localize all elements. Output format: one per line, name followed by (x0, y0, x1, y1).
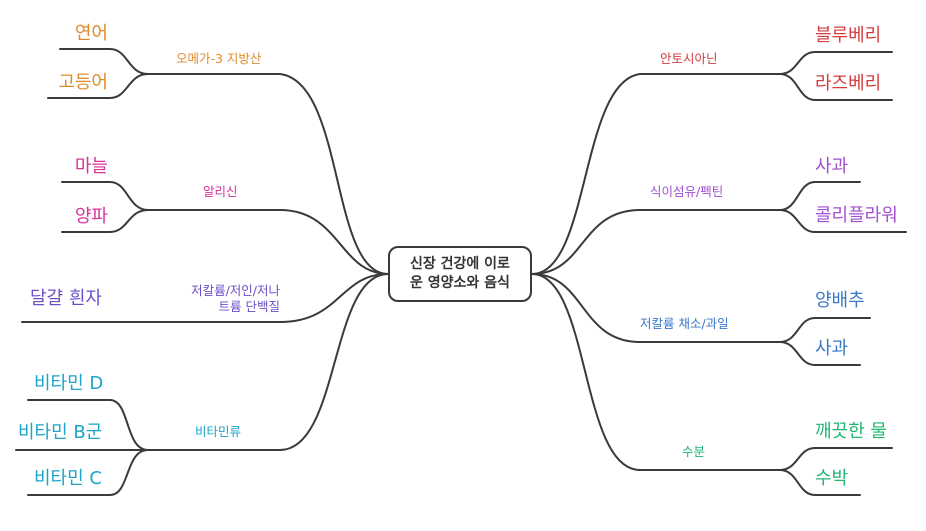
branch-label-low-potassium: 저칼륨 채소/과일 (640, 316, 729, 331)
center-node: 신장 건강에 이로 운 영양소와 음식 (388, 246, 532, 302)
leaf-watermelon: 수박 (815, 468, 849, 489)
leaf-raspberry: 라즈베리 (815, 73, 882, 94)
branch-label-fiber: 식이섬유/펙틴 (650, 184, 724, 199)
leaf-cabbage: 양배추 (815, 290, 865, 311)
leaf-salmon: 연어 (74, 23, 108, 44)
center-title-line1: 신장 건강에 이로 (410, 256, 510, 272)
branch-label-protein: 저칼륨/저인/저나 트륨 단백질 (191, 283, 280, 315)
leaf-garlic: 마늘 (74, 156, 108, 177)
leaf-vitamin-c: 비타민 C (34, 468, 102, 489)
leaf-blueberry: 블루베리 (815, 25, 882, 46)
leaf-apple: 사과 (815, 156, 849, 177)
leaf-egg-white: 달걀 흰자 (30, 288, 102, 309)
branch-label-protein-line1: 저칼륨/저인/저나 (191, 283, 280, 298)
branch-label-vitamins: 비타민류 (195, 424, 242, 439)
leaf-vitamin-b: 비타민 B군 (18, 422, 103, 443)
leaf-cauliflower: 콜리플라워 (815, 205, 898, 226)
leaf-onion: 양파 (74, 206, 108, 227)
leaf-vitamin-d: 비타민 D (34, 373, 104, 394)
leaf-mackerel: 고등어 (58, 72, 108, 93)
branch-label-protein-line2: 트륨 단백질 (218, 299, 280, 314)
center-title-line2: 운 영양소와 음식 (410, 275, 510, 291)
branch-label-omega3: 오메가-3 지방산 (176, 51, 262, 66)
leaf-clean-water: 깨끗한 물 (815, 421, 887, 442)
branch-label-water: 수분 (682, 444, 706, 459)
branch-label-anthocyanin: 안토시아닌 (660, 51, 718, 66)
leaf-apple-2: 사과 (815, 338, 849, 359)
branch-label-allicin: 알리신 (203, 184, 238, 199)
